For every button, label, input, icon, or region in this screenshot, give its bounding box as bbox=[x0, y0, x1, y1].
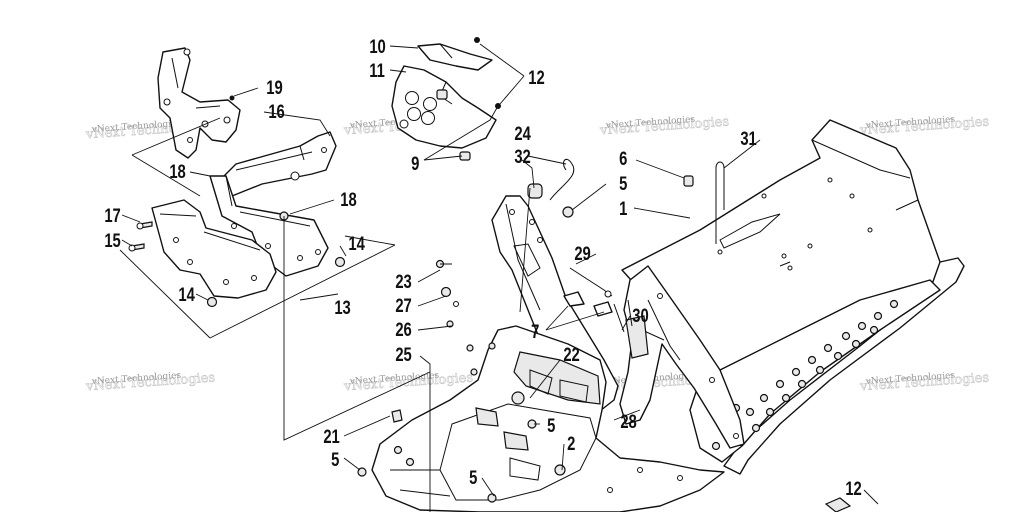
callout-18: 18 bbox=[340, 189, 356, 210]
watermark-6: vNext Technologies vNext Technologies bbox=[342, 370, 473, 395]
callout-labels: 10 11 12 9 19 16 18 18 17 15 14 14 13 24… bbox=[104, 36, 861, 499]
callout-12: 12 bbox=[528, 67, 544, 88]
callout-23: 23 bbox=[395, 271, 411, 292]
front-a-frame bbox=[619, 265, 745, 449]
callout-32: 32 bbox=[514, 146, 530, 167]
callout-5: 5 bbox=[619, 173, 627, 194]
watermark-4: vNext Technologies vNext Technologies bbox=[858, 114, 989, 139]
callout-11: 11 bbox=[369, 60, 385, 81]
callout-21: 21 bbox=[323, 426, 339, 447]
callout-31: 31 bbox=[740, 128, 756, 149]
callout-15: 15 bbox=[104, 230, 120, 251]
leader-lines bbox=[121, 43, 879, 512]
callout-17: 17 bbox=[104, 205, 120, 226]
callout-14: 14 bbox=[348, 233, 365, 254]
support-plate-16 bbox=[217, 131, 337, 197]
callout-12: 12 bbox=[845, 478, 861, 499]
mounting-plate-left bbox=[209, 175, 329, 277]
callout-19: 19 bbox=[266, 77, 282, 98]
callout-5: 5 bbox=[469, 467, 477, 488]
center-hardware bbox=[357, 158, 852, 512]
callout-18: 18 bbox=[169, 161, 185, 182]
callout-14: 14 bbox=[178, 284, 195, 305]
callout-24: 24 bbox=[514, 123, 531, 144]
callout-30: 30 bbox=[632, 305, 648, 326]
assembly-boundary-lines bbox=[119, 117, 396, 339]
upper-center-bracket bbox=[391, 37, 501, 161]
callout-28: 28 bbox=[620, 411, 636, 432]
callout-13: 13 bbox=[334, 297, 350, 318]
callout-5: 5 bbox=[547, 415, 555, 436]
watermark-3: vNext Technologies vNext Technologies bbox=[598, 114, 729, 139]
callout-9: 9 bbox=[411, 153, 419, 174]
upper-left-bracket bbox=[157, 47, 241, 159]
callout-22: 22 bbox=[563, 344, 579, 365]
lower-left-bracket-13 bbox=[151, 199, 277, 299]
watermark-8: vNext Technologies vNext Technologies bbox=[858, 370, 989, 395]
callout-26: 26 bbox=[395, 319, 411, 340]
callout-5: 5 bbox=[331, 449, 339, 470]
callout-10: 10 bbox=[369, 36, 385, 57]
callout-7: 7 bbox=[531, 321, 539, 342]
callout-1: 1 bbox=[619, 198, 627, 219]
callout-29: 29 bbox=[574, 243, 590, 264]
callout-2: 2 bbox=[567, 433, 575, 454]
bulkhead-base bbox=[371, 325, 725, 512]
callout-27: 27 bbox=[395, 295, 411, 316]
callout-25: 25 bbox=[395, 344, 411, 365]
running-board-rail bbox=[689, 257, 965, 475]
watermark-5: vNext Technologies vNext Technologies bbox=[84, 370, 215, 395]
callout-16: 16 bbox=[268, 101, 284, 122]
callout-6: 6 bbox=[619, 148, 627, 169]
fasteners-left bbox=[128, 95, 346, 308]
